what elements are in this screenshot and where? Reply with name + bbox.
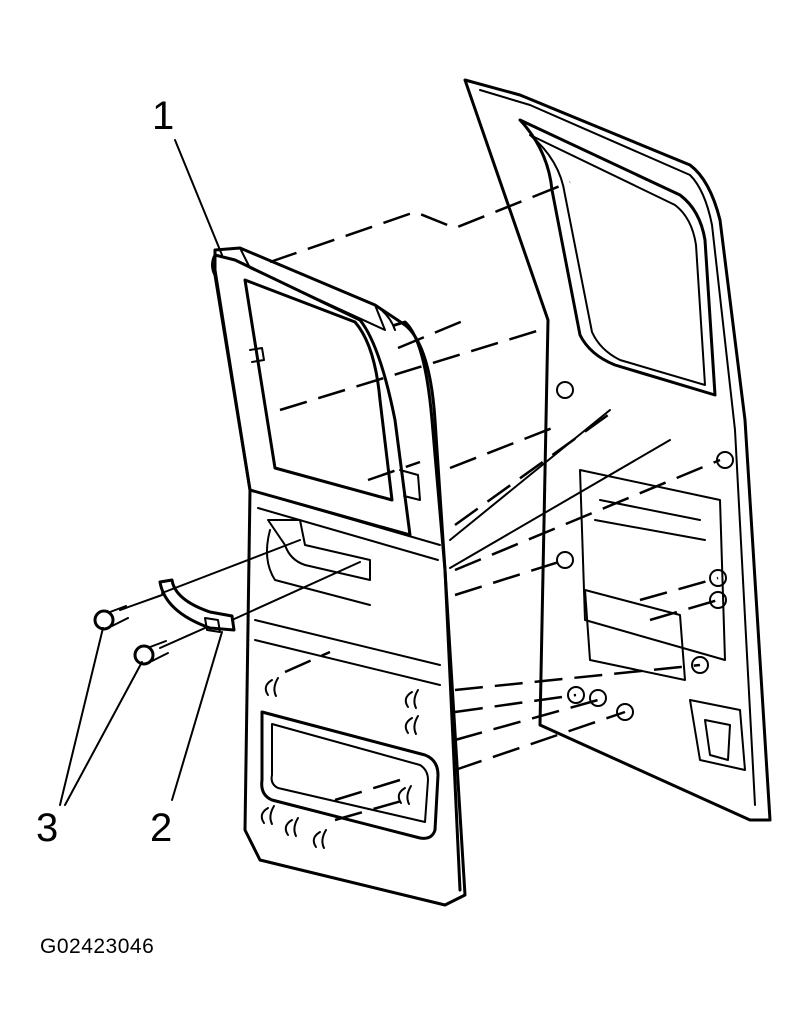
callout-3: 3 — [36, 806, 59, 850]
alignment-lines — [119, 180, 721, 822]
leader-lines — [59, 139, 223, 806]
door-trim-panel — [211, 246, 467, 907]
pull-handle — [158, 578, 236, 633]
callout-2: 2 — [150, 806, 173, 850]
screws — [93, 605, 169, 666]
figure-id: G02423046 — [40, 935, 155, 958]
callout-1: 1 — [152, 94, 175, 138]
rear-door-frame — [463, 78, 772, 822]
